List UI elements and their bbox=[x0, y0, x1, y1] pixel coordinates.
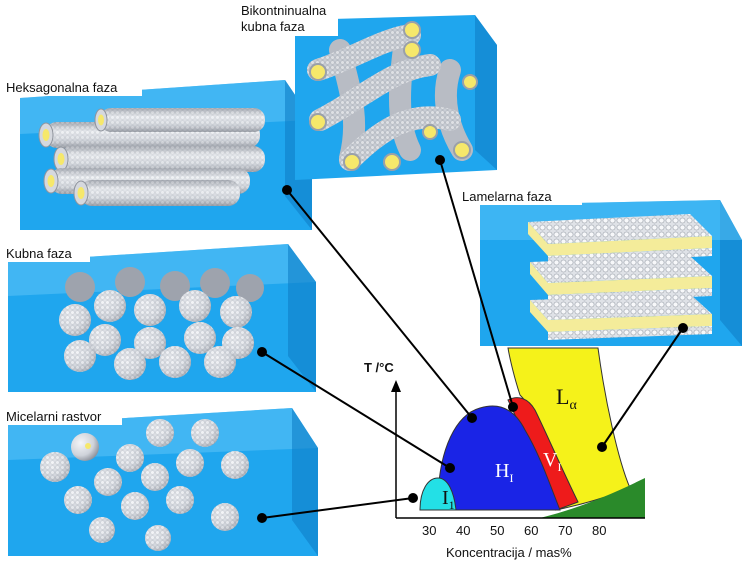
region-I1 bbox=[419, 477, 457, 511]
label-bicontinuous-line2: kubna faza bbox=[241, 19, 305, 34]
connector-lines bbox=[261, 159, 684, 519]
panel-bicontinuous-cubic-phase: Bikontninualna kubna faza bbox=[238, 2, 497, 180]
region-label-I1: I1 bbox=[442, 487, 455, 512]
label-lamellar-phase: Lamelarna faza bbox=[462, 189, 552, 204]
connector-cubic-to-I1 bbox=[261, 351, 451, 469]
x-axis-label: Koncentracija / mas% bbox=[446, 545, 572, 560]
connector-dots bbox=[257, 155, 688, 523]
lamellar-bilayers bbox=[528, 214, 712, 340]
x-tick-label: 60 bbox=[524, 523, 538, 538]
label-bicontinuous-line1: Bikontninualna bbox=[241, 3, 327, 18]
panel-cubic-phase: Kubna faza bbox=[2, 244, 316, 392]
panel-lamellar-phase: Lamelarna faza bbox=[458, 187, 742, 346]
label-cubic-phase: Kubna faza bbox=[6, 246, 73, 261]
connector-bicontinuous-to-VI bbox=[439, 159, 514, 408]
region-green bbox=[540, 478, 645, 518]
x-tick-label: 30 bbox=[422, 523, 436, 538]
region-label-HI: HI bbox=[495, 460, 513, 485]
connector-lamellar-to-La bbox=[601, 327, 684, 448]
region-label-VI: VI bbox=[543, 449, 561, 474]
connector-hexagonal-to-HI bbox=[286, 189, 473, 419]
x-tick-label: 70 bbox=[558, 523, 572, 538]
phase-diagram: I1 HI VI Lα T /°C 30 40 50 60 70 80 Konc… bbox=[364, 347, 645, 560]
x-tick-label: 40 bbox=[456, 523, 470, 538]
x-tick-label: 80 bbox=[592, 523, 606, 538]
y-axis-arrow-icon bbox=[391, 380, 401, 392]
cubic-lattice-spheres bbox=[59, 267, 264, 380]
micelle-spheres bbox=[40, 419, 249, 551]
x-tick-label: 50 bbox=[490, 523, 504, 538]
label-hexagonal-phase: Heksagonalna faza bbox=[6, 80, 118, 95]
micelle-core-visible bbox=[85, 443, 91, 449]
label-micellar-solution: Micelarni rastvor bbox=[6, 409, 102, 424]
region-label-La: Lα bbox=[556, 384, 577, 413]
region-HI bbox=[437, 405, 561, 511]
bicontinuous-network bbox=[307, 21, 478, 171]
y-axis-label: T /°C bbox=[364, 360, 394, 375]
panel-micellar-solution: Micelarni rastvor bbox=[2, 407, 318, 556]
connector-micellar-to-I1 bbox=[261, 497, 414, 519]
panel-hexagonal-phase: Heksagonalna faza bbox=[2, 78, 312, 230]
x-axis-ticks: 30 40 50 60 70 80 bbox=[422, 523, 606, 538]
hexagonal-rods bbox=[38, 108, 265, 206]
